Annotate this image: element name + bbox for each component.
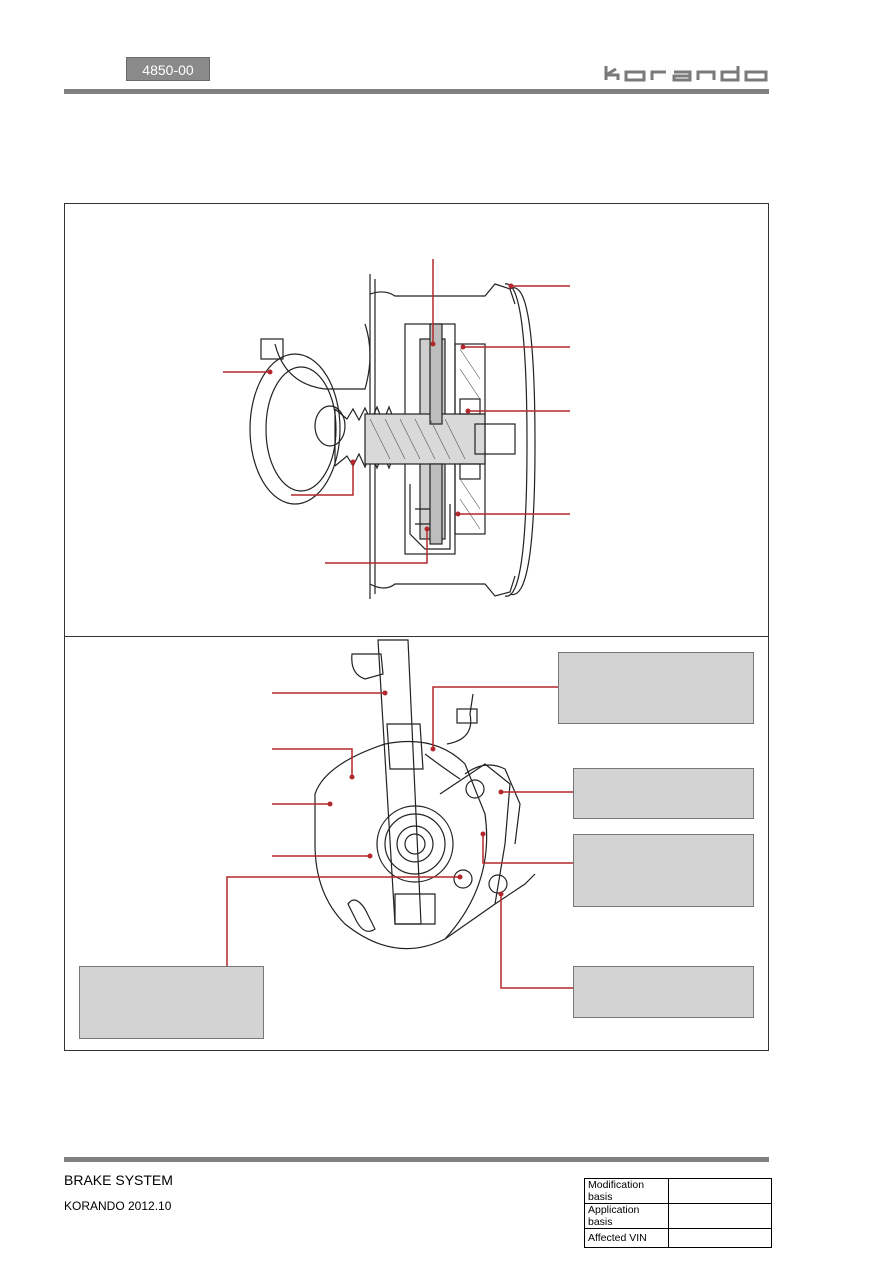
footer-model-date: KORANDO 2012.10 [64,1199,172,1213]
table-row: Affected VIN [584,1228,772,1248]
basis-table: Modification basis Application basis Aff… [584,1178,772,1248]
hub-cross-section-drawing [223,259,570,599]
section-code-badge: 4850-00 [126,57,210,81]
header-rule [64,89,769,94]
basis-label: Affected VIN [584,1228,669,1248]
footer-rule [64,1157,769,1162]
table-row: Modification basis [584,1178,772,1204]
footer-section-title: BRAKE SYSTEM [64,1172,173,1188]
table-row: Application basis [584,1203,772,1229]
korando-logo [604,64,770,82]
basis-label: Modification basis [584,1178,669,1204]
panel-divider [65,636,768,637]
basis-value [668,1178,772,1204]
callout-box-top-right [558,652,754,724]
callout-box-bottom-right [573,966,754,1018]
knuckle-assembly-drawing [226,639,573,989]
callout-box-bottom-left [79,966,264,1039]
figure-panel [64,203,769,1051]
callout-box-mid-right-1 [573,768,754,819]
basis-value [668,1203,772,1229]
basis-value [668,1228,772,1248]
callout-box-mid-right-2 [573,834,754,907]
basis-label: Application basis [584,1203,669,1229]
